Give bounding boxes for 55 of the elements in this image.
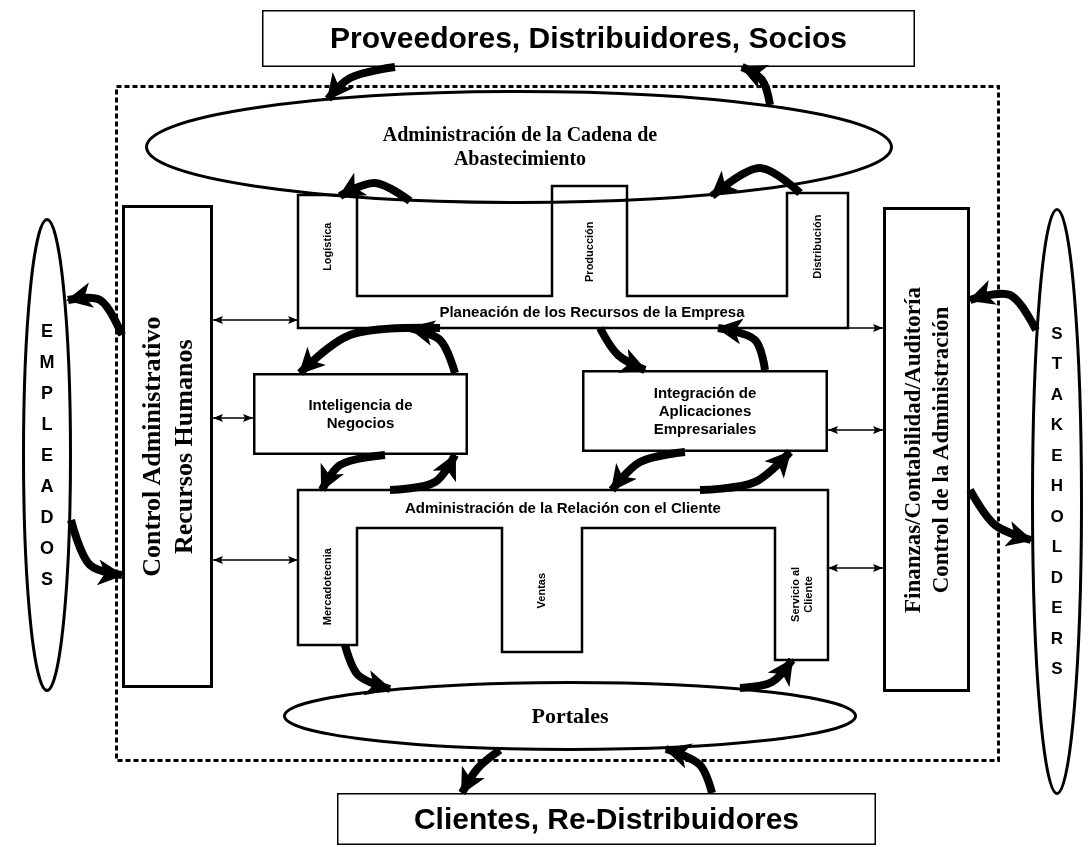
double-headed-arrow <box>827 426 884 434</box>
module-outline <box>298 490 828 660</box>
double-headed-arrow <box>212 316 299 324</box>
partner-box <box>262 10 915 67</box>
vertical-label: Control Administrativo Recursos Humanos <box>135 315 199 579</box>
vertical-panel <box>122 205 213 688</box>
node-label: Administración de la Cadena de Abastecimiento <box>381 121 659 171</box>
node-label: Portales <box>530 702 610 730</box>
curved-arrow <box>664 743 716 795</box>
curved-arrow <box>608 448 686 493</box>
vertical-label: Producción <box>582 219 596 284</box>
vertical-label: STAKEHOLDERS <box>1049 322 1065 680</box>
node-label: Integración de Aplicaciones Empresariales <box>652 383 758 439</box>
arrow <box>847 324 884 332</box>
module-ellipse <box>145 90 893 204</box>
module-ellipse <box>283 681 857 751</box>
curved-arrow <box>739 657 796 692</box>
vertical-panel <box>883 207 970 692</box>
curved-arrow <box>716 318 769 371</box>
node-label: Inteligencia de Negocios <box>307 395 414 433</box>
vertical-label: EMPLEADOS <box>38 319 56 591</box>
curved-arrow <box>740 63 774 106</box>
curved-arrow <box>297 323 441 376</box>
module-box <box>253 373 468 455</box>
module-outline <box>298 186 848 328</box>
double-headed-arrow <box>212 556 299 564</box>
curved-arrow <box>66 282 126 337</box>
curved-arrow <box>389 453 459 494</box>
dashed-boundary <box>115 85 1000 762</box>
double-headed-arrow <box>827 564 884 572</box>
vertical-label: Mercadotecnia <box>320 546 334 627</box>
partner-box <box>337 793 876 845</box>
node-label: Clientes, Re-Distribuidores <box>412 800 801 837</box>
double-headed-arrow <box>212 414 254 422</box>
vertical-label: Finanzas/Contabilidad/Auditoría Control de la Administración <box>898 285 954 615</box>
actor-ellipse <box>1031 208 1083 795</box>
curved-arrow <box>596 326 647 374</box>
vertical-label: Ventas <box>535 571 549 611</box>
curved-arrow <box>458 746 503 795</box>
curved-arrow <box>341 643 392 696</box>
node-label: Planeación de los Recursos de la Empresa <box>438 303 746 322</box>
curved-arrow <box>408 320 459 375</box>
curved-arrow <box>699 449 793 494</box>
node-label: Proveedores, Distribuidores, Socios <box>329 20 848 56</box>
curved-arrow <box>67 518 124 586</box>
module-box <box>582 370 828 452</box>
vertical-label: Logística <box>320 221 334 273</box>
curved-arrow <box>968 280 1040 332</box>
vertical-label: Servicio al Cliente <box>788 565 815 624</box>
curved-arrow <box>709 164 803 200</box>
vertical-label: Distribución <box>810 213 824 281</box>
curved-arrow <box>338 172 413 205</box>
curved-arrow <box>966 488 1033 547</box>
actor-ellipse <box>22 218 72 692</box>
node-label: Administración de la Relación con el Cliente <box>404 499 722 518</box>
